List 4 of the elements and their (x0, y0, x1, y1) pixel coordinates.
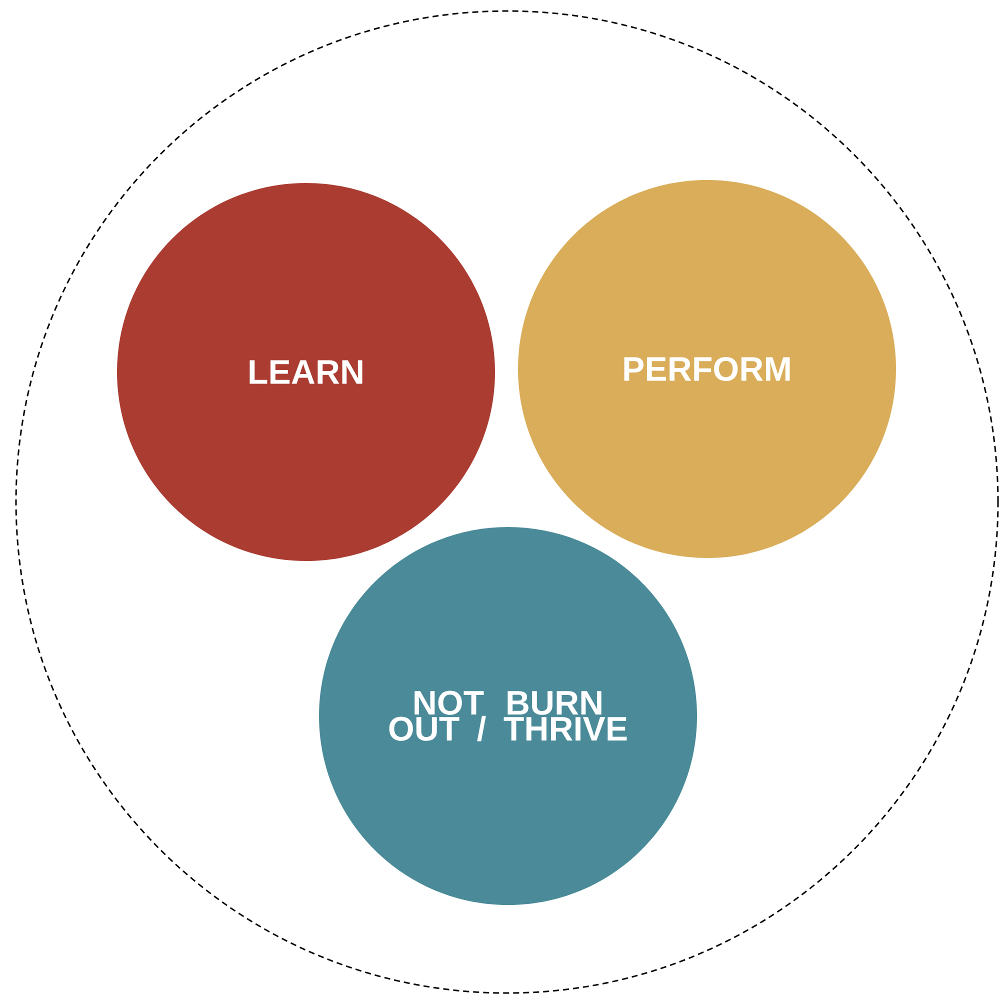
circle-node: NOT BURN OUT / THRIVE (319, 527, 697, 905)
circle-node: PERFORM (518, 180, 896, 558)
dashed-circle (15, 10, 999, 994)
circle-node: LEARN (117, 183, 495, 561)
